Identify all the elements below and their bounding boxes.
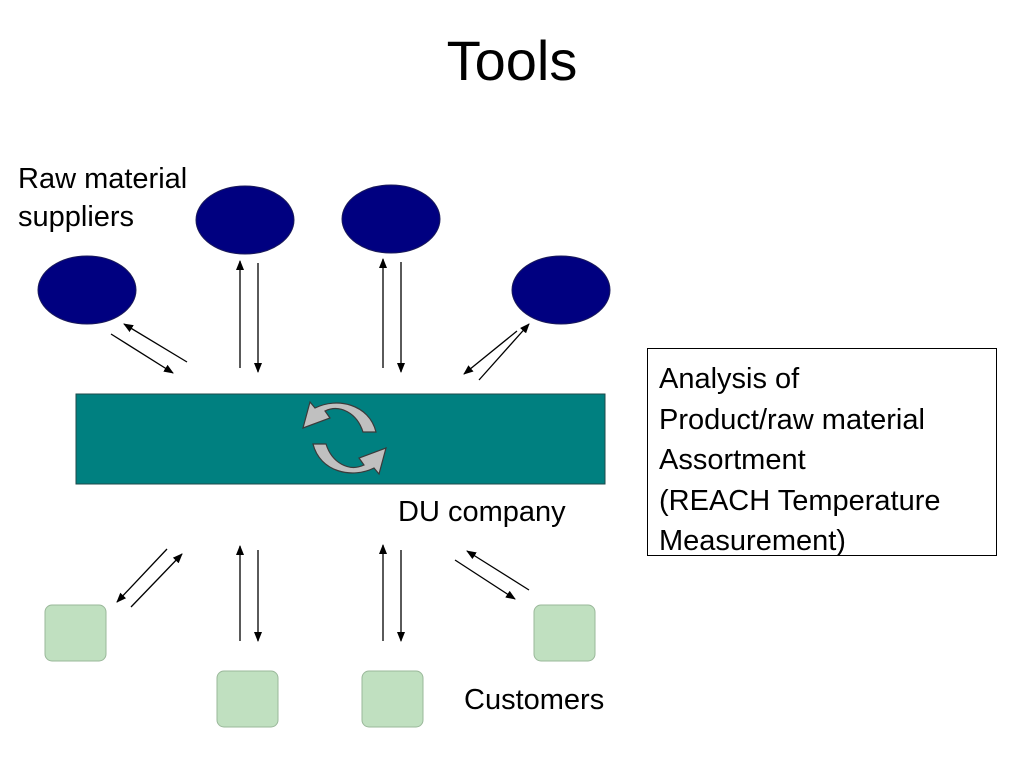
analysis-textbox: Analysis of Product/raw material Assortm… xyxy=(647,348,997,557)
flow-arrow xyxy=(466,550,530,591)
analysis-line: Product/raw material xyxy=(659,403,925,436)
supplier-node xyxy=(195,185,295,255)
supplier-node xyxy=(341,184,441,254)
cycle-arrows-icon xyxy=(302,400,387,476)
customer-node xyxy=(44,604,107,662)
flow-arrow xyxy=(454,559,516,600)
customer-node xyxy=(216,670,279,728)
flow-arrow xyxy=(478,323,530,381)
suppliers-label: Raw material suppliers xyxy=(18,163,188,233)
analysis-line: Assortment xyxy=(659,444,806,476)
flow-arrow xyxy=(116,548,168,603)
supplier-node xyxy=(37,255,137,325)
customers-label: Customers xyxy=(464,684,605,716)
customer-arrows xyxy=(116,544,530,642)
analysis-line: Measurement) xyxy=(659,525,846,557)
flow-arrow xyxy=(110,333,174,374)
customer-node xyxy=(533,604,596,662)
slide-title: Tools xyxy=(446,29,578,92)
analysis-line: (REACH Temperature xyxy=(659,484,941,517)
flow-arrow xyxy=(463,330,518,375)
analysis-line: Analysis of xyxy=(659,363,800,395)
company-label: DU company xyxy=(398,496,566,528)
flow-arrow xyxy=(130,553,183,608)
supplier-arrows xyxy=(110,258,530,381)
customer-node xyxy=(361,670,424,728)
supplier-node xyxy=(511,255,611,325)
flow-arrow xyxy=(123,323,188,363)
